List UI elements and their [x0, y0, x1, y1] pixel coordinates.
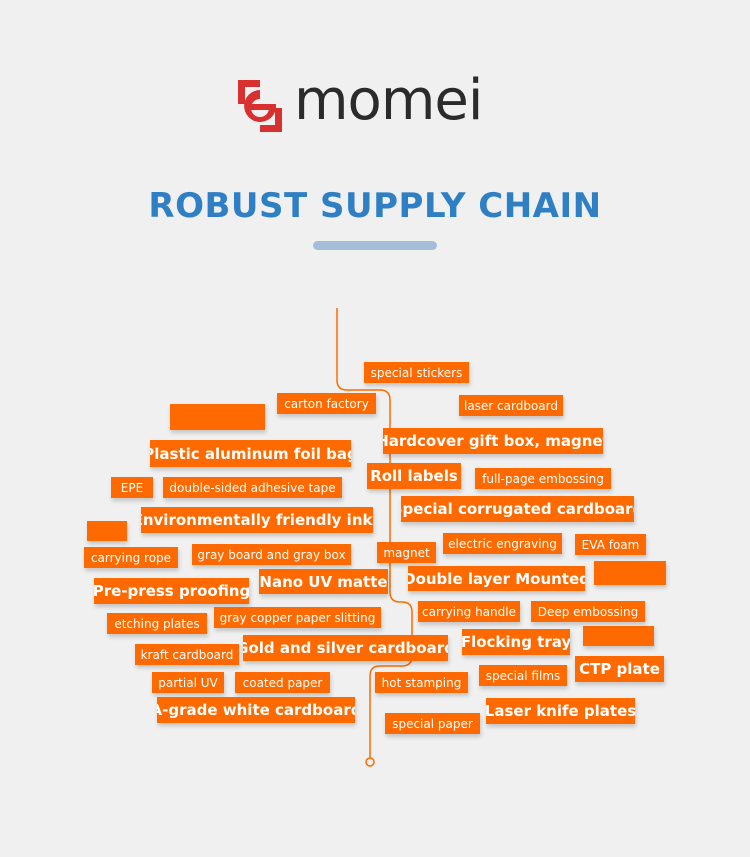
tag-special-stickers: special stickers: [364, 362, 469, 383]
tag-deep-embossing: Deep embossing: [531, 601, 645, 622]
tag-laser-cardboard: laser cardboard: [459, 395, 563, 416]
tag-gray-copper-paper-slitting: gray copper paper slitting: [214, 607, 381, 628]
momei-logo-icon: [238, 80, 282, 132]
tag-laser-knife-plates: Laser knife plates: [486, 698, 635, 724]
tag-eva-foam: EVA foam: [575, 534, 646, 555]
tag-a-grade-white-cardboard: A-grade white cardboard: [157, 697, 355, 723]
tag-special-films: special films: [479, 665, 567, 686]
tag-pre-press-proofing: Pre-press proofing: [94, 578, 249, 604]
brand-name: momei: [294, 68, 483, 133]
tag-hot-stamping: hot stamping: [375, 672, 468, 693]
tag-etching-plates: etching plates: [107, 613, 207, 634]
tag-full-page-embossing: full-page embossing: [475, 468, 611, 489]
tag-hardcover-gift-box: Hardcover gift box, magnet: [383, 428, 603, 454]
blank-tag: [87, 521, 127, 541]
tag-plastic-aluminum-foil-bag: Plastic aluminum foil bag: [150, 440, 351, 467]
tag-flocking-tray: Flocking tray: [462, 629, 570, 655]
tag-special-corrugated-cardboard: Special corrugated cardboard: [401, 496, 634, 522]
tag-environmentally-friendly-inks: Environmentally friendly inks: [141, 507, 373, 533]
tag-gold-and-silver-cardboard: Gold and silver cardboard: [243, 635, 448, 661]
blank-tag: [583, 626, 654, 646]
tag-ctp-plate: CTP plate: [575, 656, 664, 682]
tag-double-sided-adhesive-tape: double-sided adhesive tape: [163, 477, 342, 498]
tag-nano-uv-matte: Nano UV matte: [259, 569, 388, 594]
tag-carrying-rope: carrying rope: [84, 547, 178, 568]
tag-gray-board-and-gray-box: gray board and gray box: [192, 544, 351, 565]
tag-electric-engraving: electric engraving: [443, 533, 562, 554]
title-underline: [313, 241, 437, 250]
tag-coated-paper: coated paper: [235, 672, 330, 693]
tag-epe: EPE: [111, 477, 153, 498]
blank-tag: [594, 561, 666, 585]
tag-roll-labels: Roll labels: [367, 463, 461, 489]
tag-carrying-handle: carrying handle: [418, 601, 520, 622]
tag-magnet: magnet: [377, 542, 436, 563]
tag-carton-factory: carton factory: [277, 393, 376, 414]
tag-special-paper: special paper: [385, 713, 480, 734]
tag-kraft-cardboard: kraft cardboard: [135, 644, 239, 665]
page-title: ROBUST SUPPLY CHAIN: [148, 186, 602, 226]
tag-double-layer-mounted: Double layer Mounted: [408, 566, 585, 591]
tag-partial-uv: partial UV: [152, 672, 224, 693]
blank-tag: [170, 404, 265, 430]
momei-logo: momei: [234, 68, 524, 134]
